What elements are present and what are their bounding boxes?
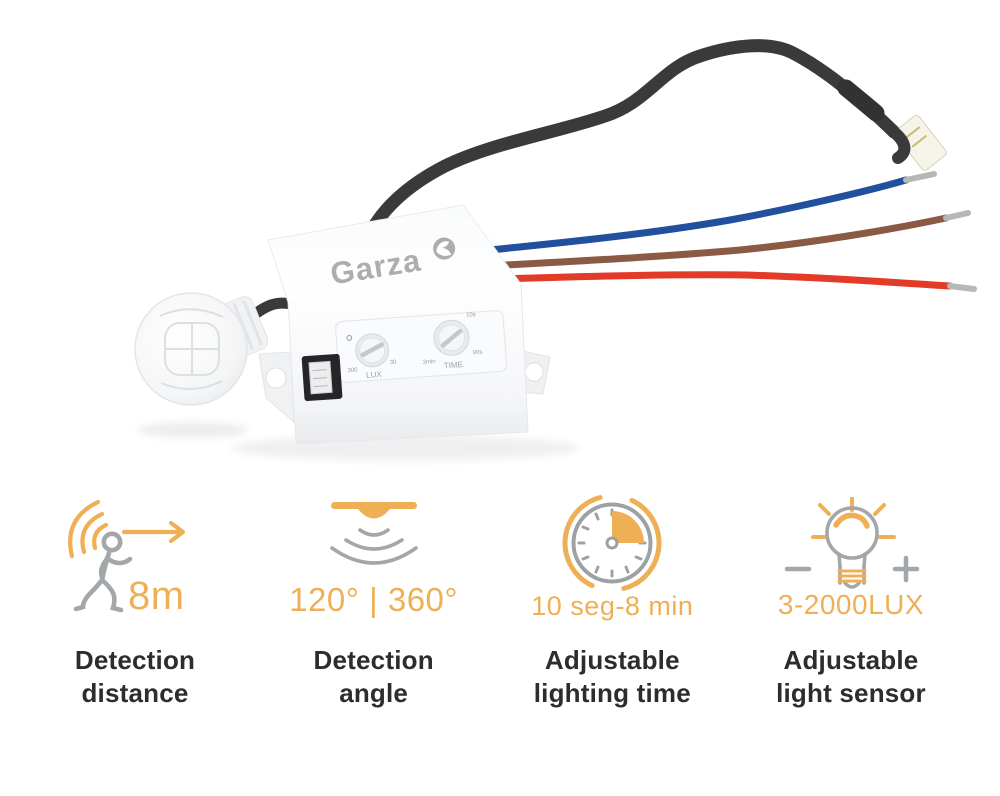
arrow-right-icon — [121, 520, 186, 544]
clock-ticks — [577, 508, 647, 578]
red-wire — [462, 271, 954, 290]
sensor-shadow — [137, 422, 249, 438]
detection-distance-value: 8m — [128, 574, 185, 618]
feature-adjustable-lighting-time: 10 seg-8 min Adjustable lighting time — [493, 488, 731, 710]
walking-person-icon — [73, 531, 133, 613]
detection-angle-label: Detection angle — [313, 645, 434, 708]
bulb-threads — [837, 569, 867, 583]
detection-distance-label: Detection distance — [74, 645, 196, 708]
adjustment-panel: LUX 300 30 TIME 10s 90s 3min — [335, 310, 507, 383]
feature-detection-angle: 120° | 360° Detection angle — [255, 488, 493, 710]
lighting-time-label: Adjustable lighting time — [533, 645, 691, 708]
time-sector — [612, 511, 645, 543]
device-body: Garza LUX 300 30 — [267, 204, 529, 445]
svg-text:300: 300 — [347, 367, 358, 374]
svg-text:3min: 3min — [422, 359, 435, 366]
product-photo: Garza LUX 300 30 — [134, 39, 977, 461]
timer-clock-icon — [562, 493, 662, 593]
detection-angle-value: 120° | 360° — [289, 581, 459, 618]
pir-sensor-head — [134, 292, 269, 406]
light-sensor-value: 3-2000LUX — [777, 589, 925, 620]
fresnel-lens — [159, 308, 224, 391]
motion-waves-icon — [68, 499, 109, 559]
bulb-highlight — [833, 512, 870, 529]
ceiling-sensor-waves-icon — [329, 502, 418, 565]
sun-icon — [346, 335, 353, 341]
svg-text:10s: 10s — [466, 312, 476, 319]
time-knob: TIME 10s 90s 3min — [422, 312, 483, 370]
light-sensor-label: Adjustable light sensor — [776, 645, 926, 708]
walking-person-waves-icon — [68, 499, 186, 613]
time-label: TIME — [444, 360, 464, 370]
lux-label: LUX — [366, 370, 383, 380]
plus-icon — [892, 555, 920, 583]
terminal-slot — [301, 353, 343, 402]
svg-text:30: 30 — [390, 360, 398, 366]
cable-connector — [894, 115, 947, 171]
mains-cable — [361, 39, 947, 245]
svg-text:90s: 90s — [473, 350, 483, 357]
feature-detection-distance: 8m Detection distance — [16, 488, 254, 710]
brown-wire — [464, 214, 950, 271]
device-shadow — [230, 435, 580, 461]
blue-wire — [466, 176, 910, 256]
light-bulb-icon — [784, 497, 920, 589]
feature-adjustable-light-sensor: 3-2000LUX Adjustable light sensor — [732, 488, 970, 710]
lux-knob: LUX 300 30 — [346, 333, 398, 380]
feature-row: 8m Detection distance 120° | 36 — [0, 488, 1000, 710]
wires — [462, 171, 977, 292]
lighting-time-value: 10 seg-8 min — [531, 591, 694, 621]
